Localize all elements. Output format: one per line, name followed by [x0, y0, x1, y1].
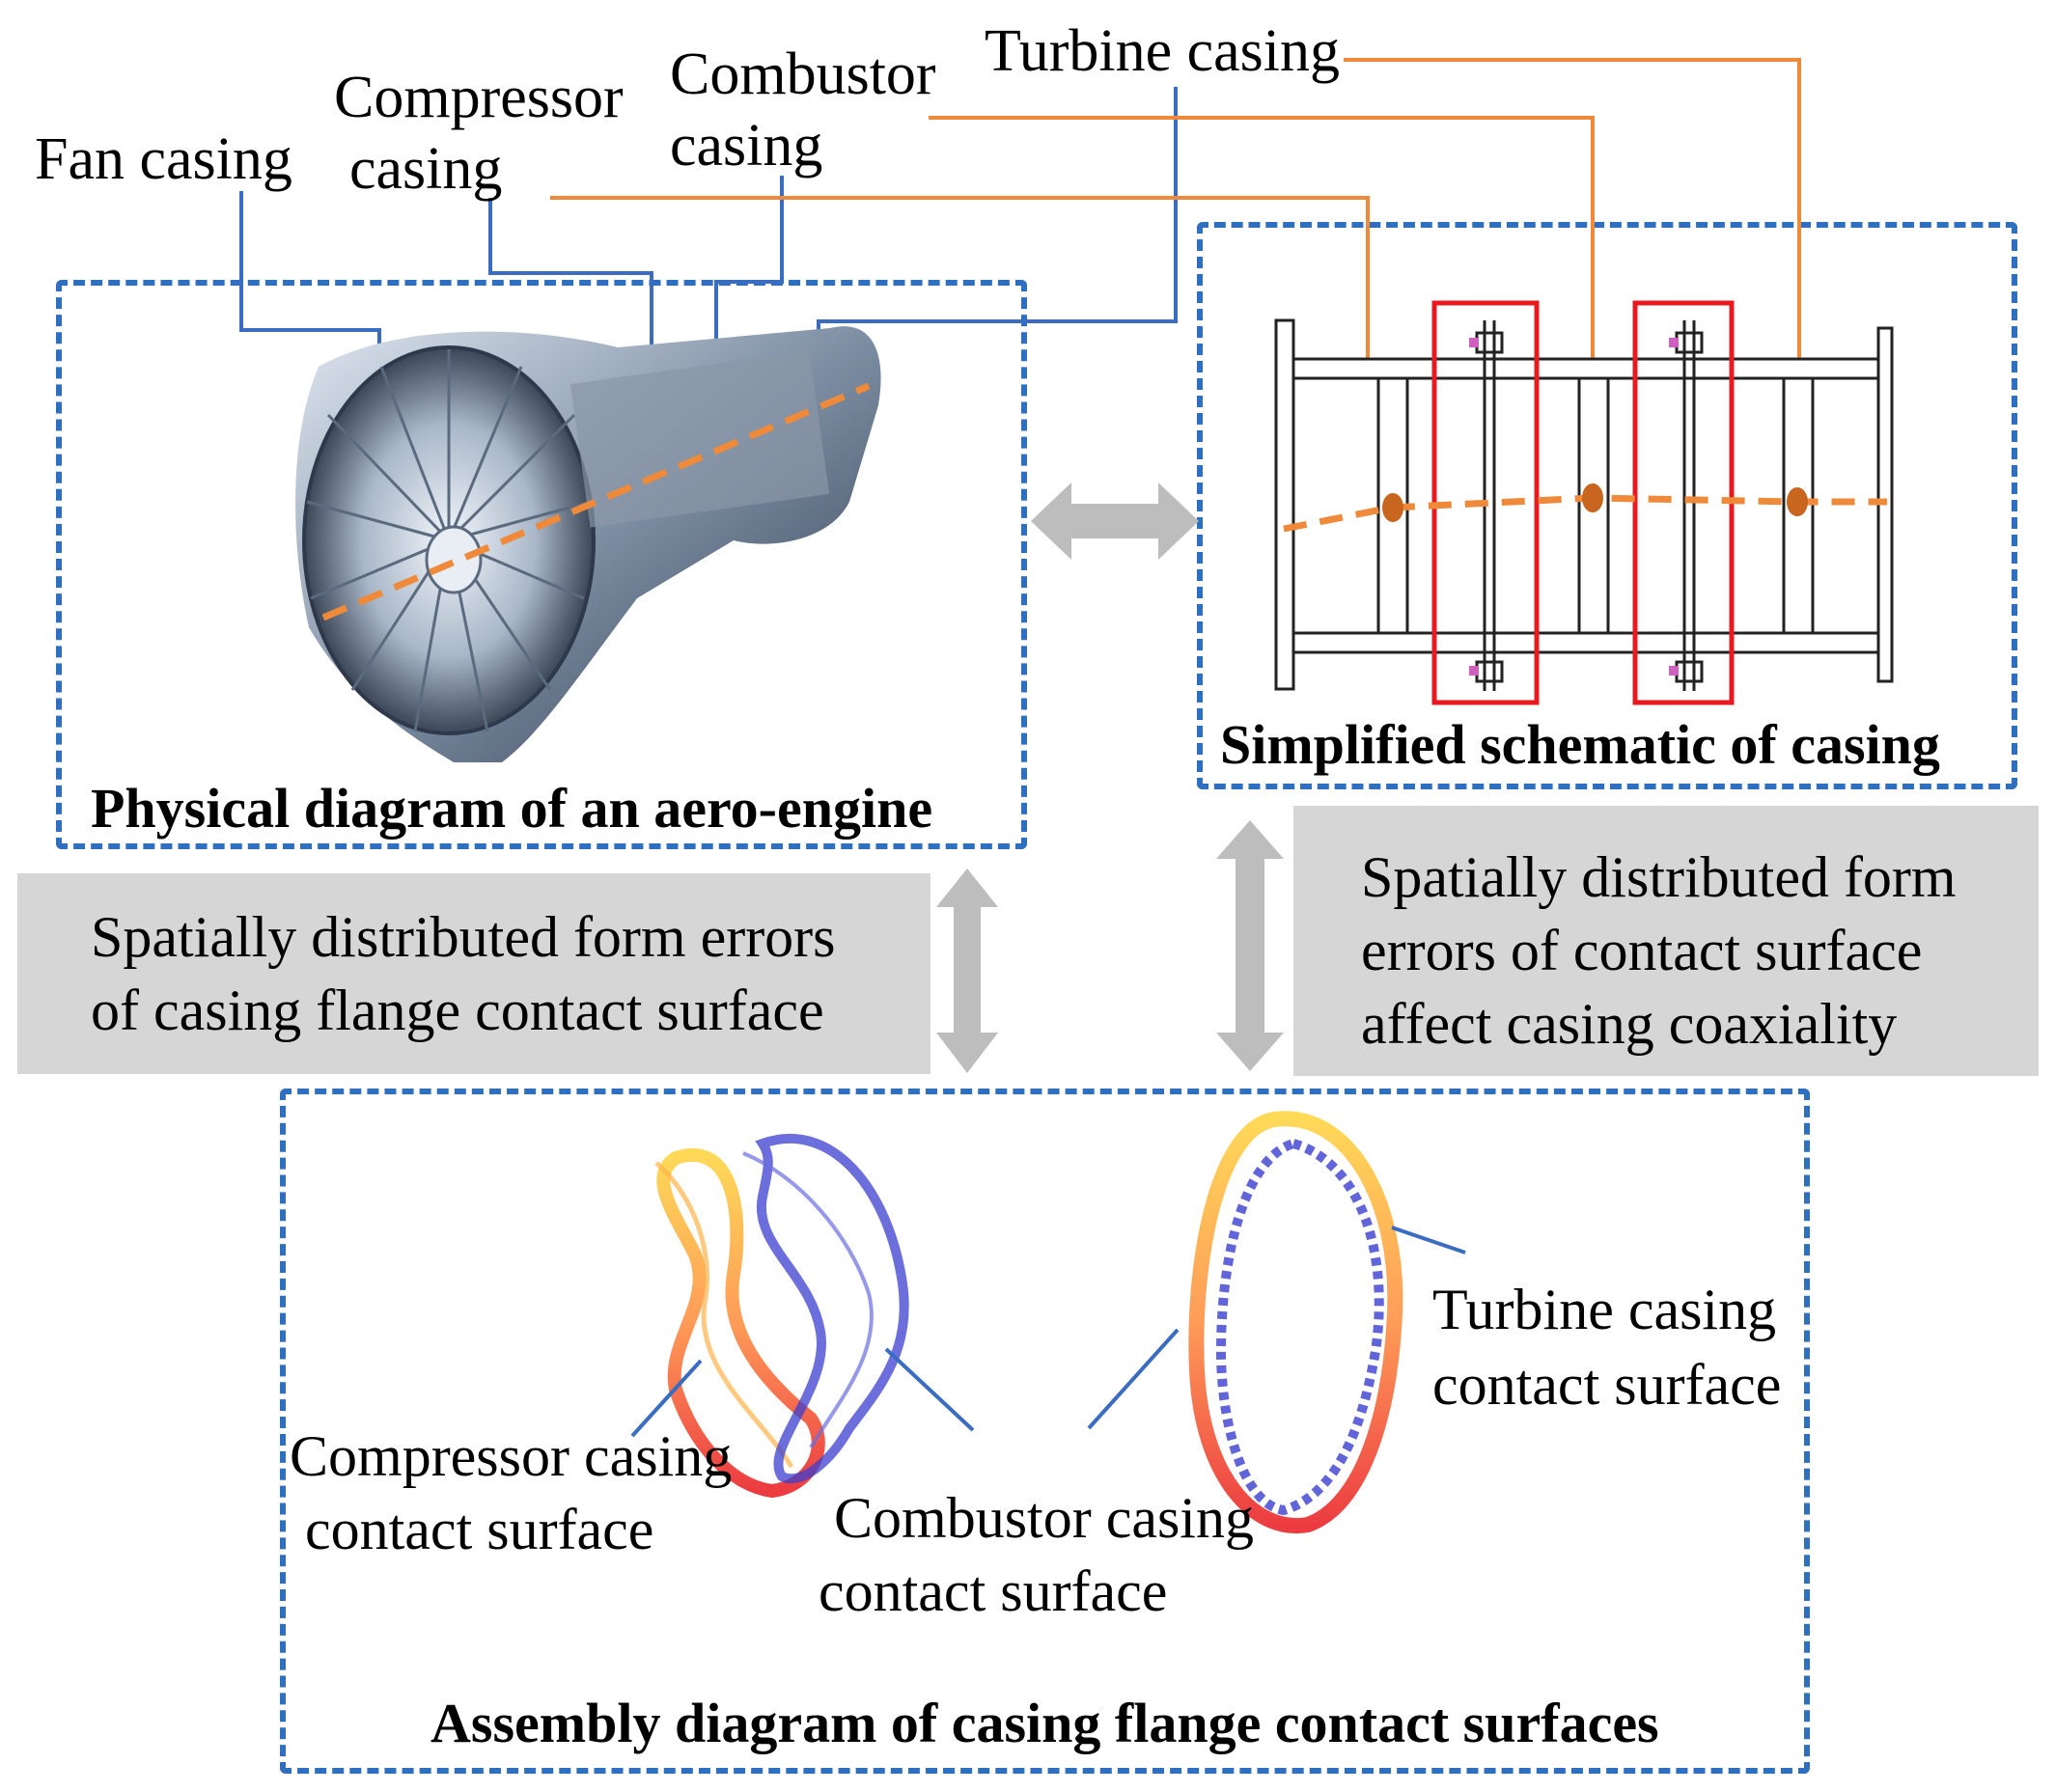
- fan-blades: [306, 349, 592, 732]
- bolt-marks: [1469, 338, 1679, 675]
- rib-2: [1577, 376, 1610, 635]
- combustor-to-schematic-leader: [929, 116, 1595, 359]
- fan-hub: [425, 525, 483, 594]
- combustor-surface-label-line-2: contact surface: [819, 1559, 1168, 1623]
- horizontal-double-arrow: [1031, 482, 1199, 560]
- label-combustor-casing-line-1: Combustor: [670, 41, 936, 107]
- label-compressor-casing-line-2: casing: [349, 136, 503, 202]
- right-note-line-2: errors of contact surface: [1361, 919, 1923, 982]
- rib-3: [1782, 376, 1815, 635]
- label-turbine-casing: Turbine casing: [985, 18, 1340, 84]
- label-fan-casing: Fan casing: [35, 126, 292, 192]
- compressor-contact-surface: [654, 1148, 825, 1499]
- compressor-surface-label-line-2: contact surface: [305, 1498, 654, 1561]
- engine-axis: [321, 382, 871, 621]
- label-compressor-casing-line-1: Compressor: [334, 65, 624, 130]
- orange-leader-lines: [550, 58, 1801, 359]
- label-combustor-casing-line-2: casing: [670, 113, 823, 179]
- left-end-flange: [1274, 318, 1295, 691]
- combustor-surface-leader-2: [1087, 1328, 1180, 1430]
- blue-leader-lines: [239, 87, 1178, 410]
- casing-schematic: [1274, 318, 1894, 691]
- core-section: [569, 350, 830, 528]
- schematic-title: Simplified schematic of casing: [1220, 713, 1940, 776]
- left-note-box: Spatially distributed form errors of cas…: [17, 873, 930, 1074]
- left-vertical-double-arrow: [936, 868, 998, 1073]
- right-note-line-1: Spatially distributed form: [1361, 845, 1957, 909]
- compressor-to-schematic-leader: [550, 196, 1370, 359]
- compressor-surface-leader: [630, 1359, 703, 1438]
- physical-diagram-box: [56, 280, 1027, 849]
- turbine-casing-leader: [817, 87, 1178, 333]
- schematic-box: [1197, 222, 2017, 789]
- assembly-box: [280, 1089, 1810, 1774]
- right-vertical-double-arrow: [1216, 820, 1284, 1071]
- combustor-surface-leader: [884, 1347, 975, 1432]
- physical-diagram-title: Physical diagram of an aero-engine: [91, 777, 933, 840]
- turbine-contact-surface: [1188, 1111, 1403, 1534]
- surface-leader-lines: [630, 1226, 1466, 1438]
- left-note-line-2: of casing flange contact surface: [91, 979, 824, 1042]
- turbine-surface-label-line-2: contact surface: [1432, 1353, 1782, 1417]
- turbine-surface-leader: [1391, 1226, 1466, 1254]
- right-note-box: Spatially distributed form errors of con…: [1293, 806, 2039, 1076]
- right-note-line-3: affect casing coaxiality: [1361, 992, 1898, 1056]
- turbine-to-schematic-leader: [1344, 58, 1801, 359]
- turbine-surface-label-line-1: Turbine casing: [1432, 1278, 1777, 1341]
- aero-engine-illustration: [295, 326, 881, 762]
- combustor-contact-surface: [742, 1134, 909, 1484]
- compressor-surface-label-line-1: Compressor casing: [290, 1424, 733, 1488]
- compressor-casing-leader: [488, 198, 653, 410]
- axis-center-points: [1382, 483, 1808, 522]
- left-note-line-1: Spatially distributed form errors: [91, 905, 836, 969]
- assembly-title: Assembly diagram of casing flange contac…: [430, 1692, 1659, 1754]
- combustor-surface-label-line-1: Combustor casing: [834, 1486, 1254, 1550]
